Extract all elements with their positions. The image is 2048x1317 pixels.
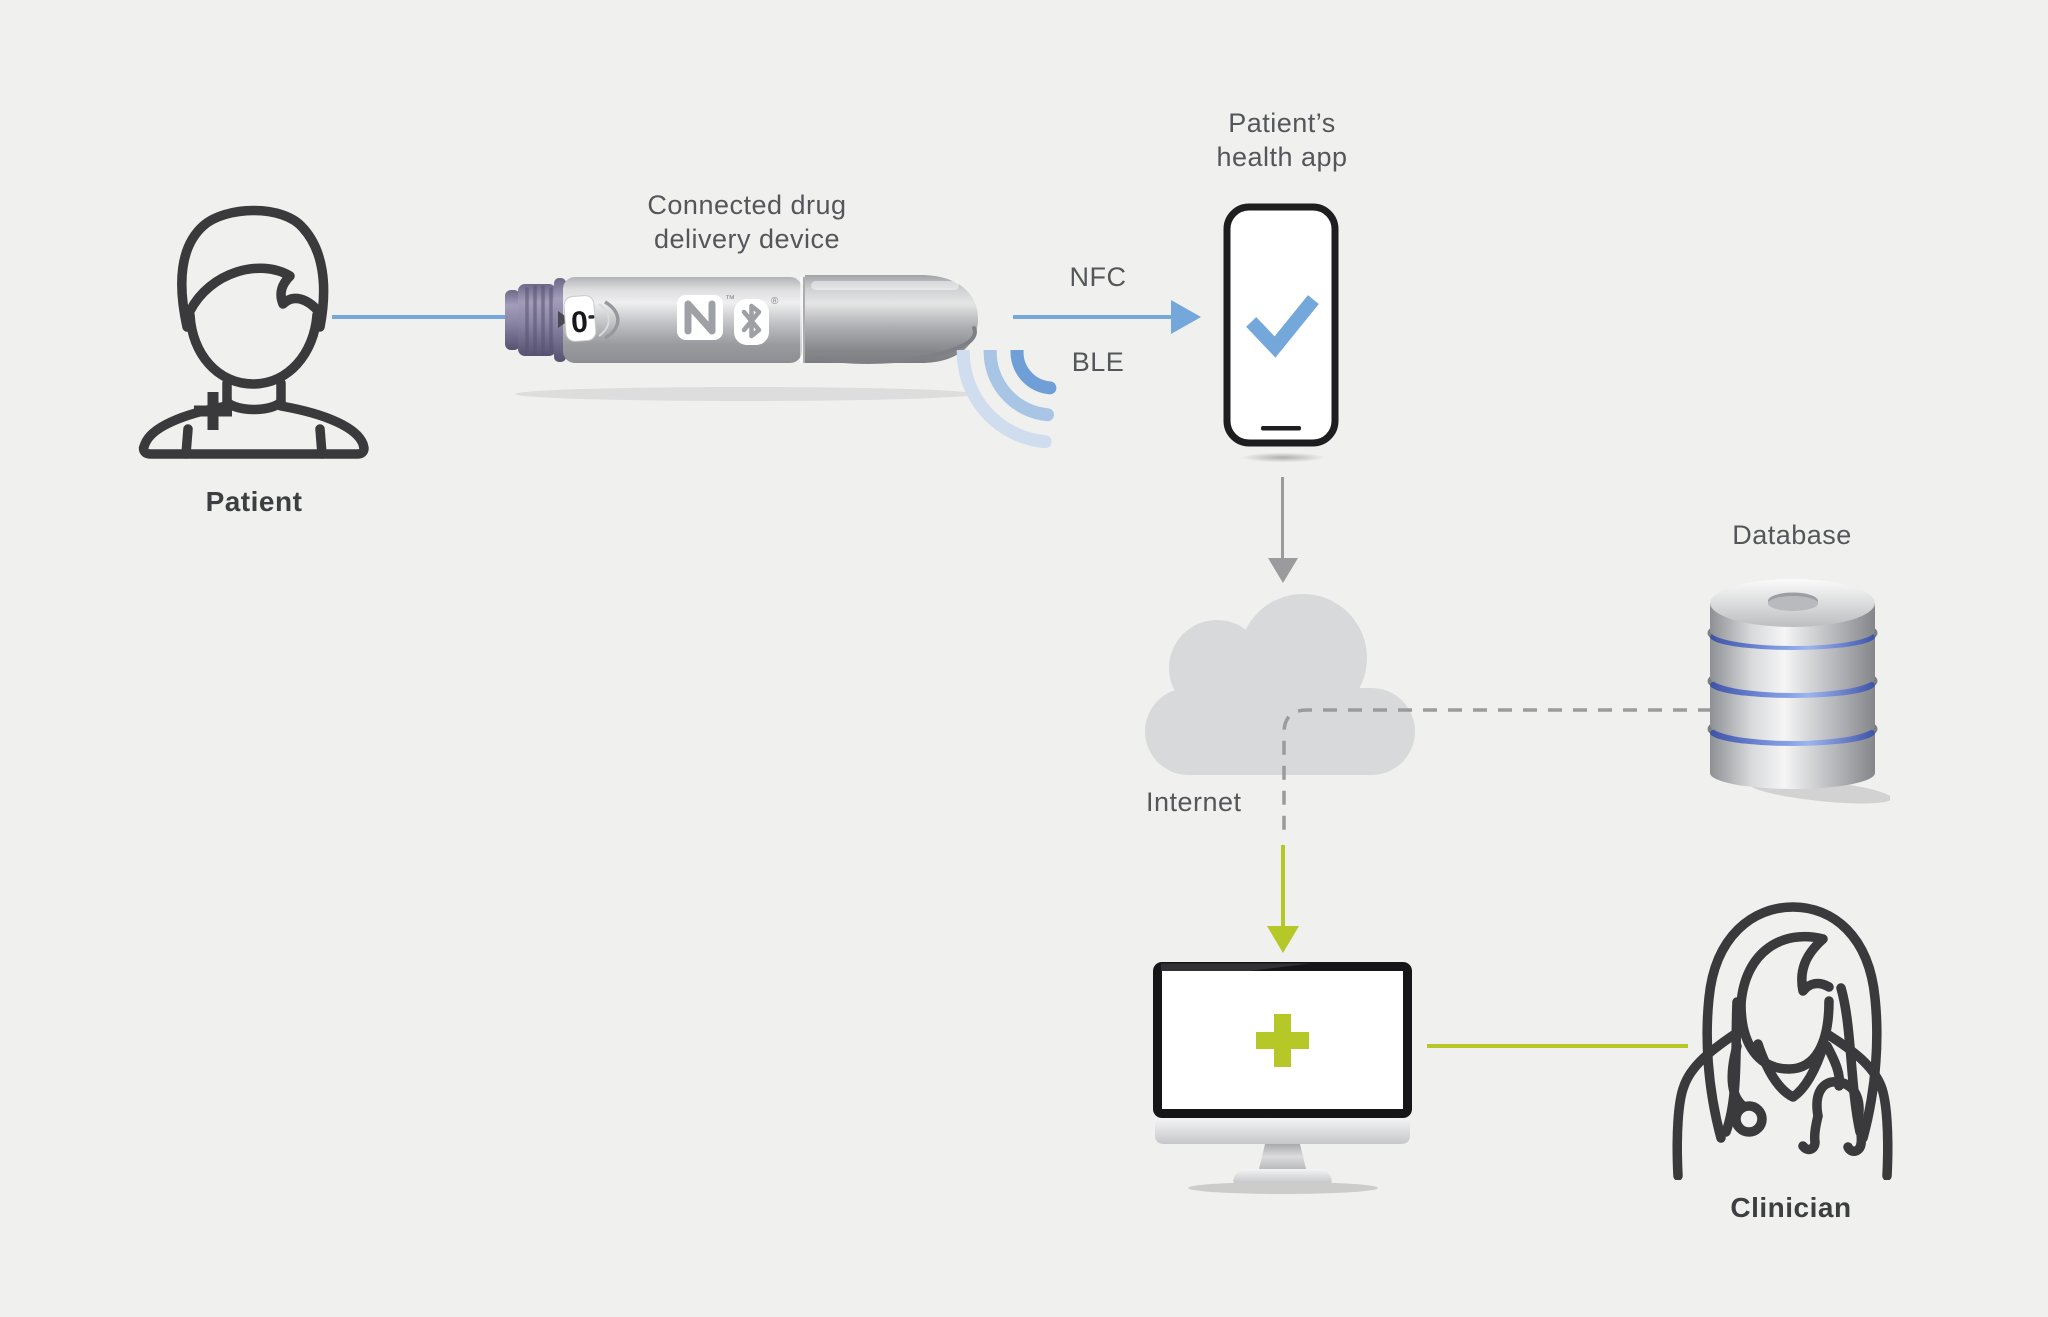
wireless-signal-waves-icon — [956, 350, 1057, 449]
pen-shadow — [515, 387, 975, 401]
nfc-link-label: NFC — [1069, 262, 1127, 292]
pen-cap — [805, 275, 978, 363]
database-label: Database — [1732, 520, 1852, 550]
medical-cross-mark — [194, 392, 232, 430]
phone-shadow — [1227, 451, 1339, 464]
monitor-stand-neck — [1259, 1144, 1306, 1169]
patient-device-connector-line — [332, 315, 513, 319]
pen-clip — [815, 326, 977, 364]
monitor-stand-base — [1233, 1169, 1332, 1183]
cloud-database-dashed-connector — [1282, 708, 1712, 833]
monitor-shadow — [1188, 1182, 1378, 1194]
phone-cloud-arrowhead — [1267, 558, 1298, 583]
database-icon — [1707, 579, 1890, 804]
grip-groove — [604, 300, 620, 340]
phone-title: Patient’s health app — [1216, 108, 1348, 172]
dose-window: 0 — [563, 295, 597, 342]
bluetooth-logo-icon: ® — [734, 296, 779, 345]
patient-label: Patient — [205, 486, 303, 517]
smartphone-icon — [1223, 203, 1339, 447]
medical-cross-icon — [1256, 1014, 1309, 1067]
nfc-trademark: ™ — [725, 294, 735, 305]
dose-value: 0 — [570, 305, 589, 339]
device-phone-arrowhead — [1171, 300, 1201, 334]
monitor-clinician-connector-line — [1427, 1044, 1688, 1048]
checkmark-icon — [1246, 295, 1319, 358]
device-phone-arrow-stem — [1013, 315, 1173, 319]
phone-home-bar — [1261, 426, 1301, 431]
cloud-monitor-arrow-stem — [1281, 845, 1285, 927]
cloud-monitor-arrowhead — [1266, 926, 1299, 953]
nfc-logo-icon: ™ — [677, 294, 735, 340]
pen-dial-end — [505, 290, 520, 350]
patient-icon — [138, 205, 369, 459]
cloud-icon — [1145, 592, 1415, 775]
monitor-chin — [1155, 1118, 1410, 1144]
injection-pen-icon: 0 ™ ® — [505, 275, 978, 401]
bluetooth-registered-mark: ® — [771, 296, 779, 307]
phone-frame — [1223, 203, 1339, 447]
clinician-icon — [1672, 902, 1893, 1180]
monitor-icon — [1153, 962, 1412, 1194]
ble-link-label: BLE — [1071, 347, 1125, 377]
internet-label: Internet — [1146, 787, 1242, 817]
dose-pointer — [558, 311, 570, 328]
phone-cloud-arrow-stem — [1281, 477, 1284, 559]
clinician-label: Clinician — [1730, 1192, 1852, 1223]
device-title: Connected drug delivery device — [647, 190, 847, 254]
